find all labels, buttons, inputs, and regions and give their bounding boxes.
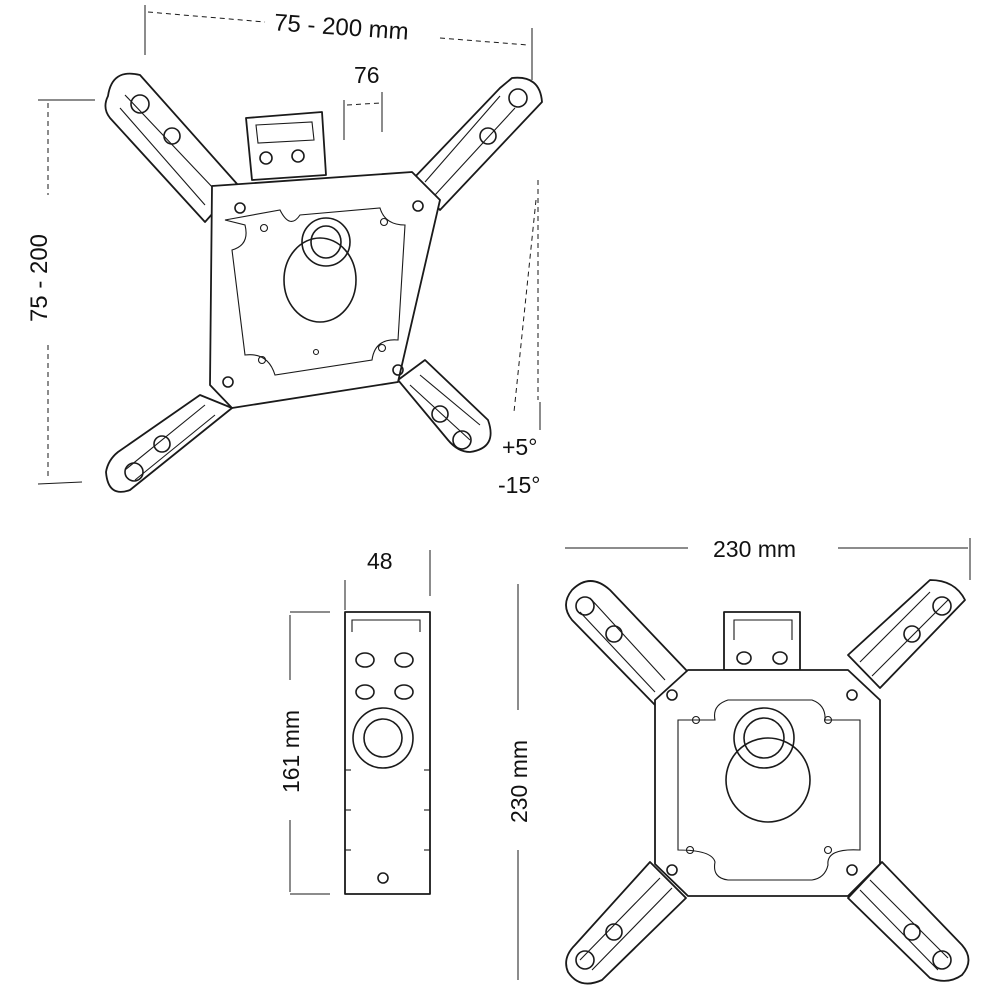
perspective-view bbox=[37, 5, 543, 493]
side-view bbox=[289, 550, 431, 895]
top-height-label: 75 - 200 bbox=[26, 233, 54, 323]
front-height-label: 230 mm bbox=[506, 739, 533, 824]
side-width-label: 48 bbox=[367, 548, 393, 574]
perspective-plate bbox=[209, 171, 441, 409]
perspective-bracket bbox=[245, 111, 327, 181]
front-width-label: 230 mm bbox=[713, 536, 797, 562]
perspective-dimensions bbox=[37, 5, 541, 485]
tilt-up-label: +5° bbox=[502, 434, 538, 460]
front-view bbox=[517, 538, 971, 985]
top-offset-label: 76 bbox=[354, 62, 380, 88]
tilt-down-label: -15° bbox=[498, 472, 541, 498]
side-height-label: 161 mm bbox=[278, 709, 305, 794]
perspective-arm-holes bbox=[124, 88, 528, 482]
